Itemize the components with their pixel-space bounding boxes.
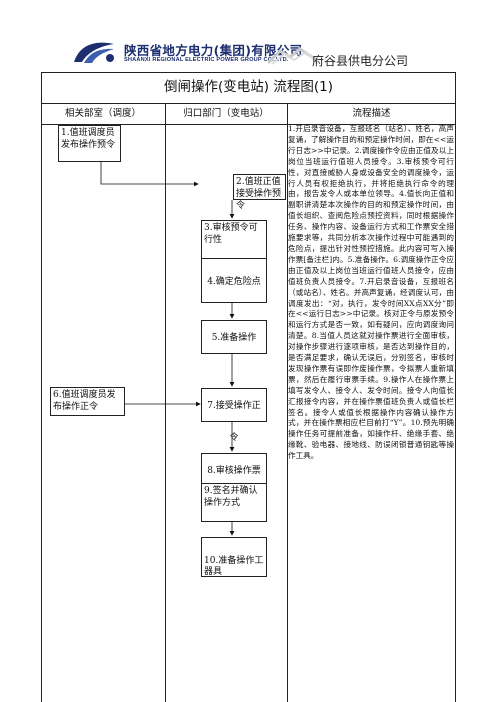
branch-name: 府谷县供电分公司 [312,54,409,68]
step-2-box: 2.值班正值接受操作预令 [233,174,286,211]
step-9-box: 9.签名并确认操作方式 [201,483,267,522]
letterhead: 陕西省地方电力(集团)有限公司 SHAANXI REGIONAL ELECTRI… [70,38,430,68]
column-header-substation: 归口部门（变电站） [183,108,269,119]
step-4-box: 4.确定危险点 [201,259,267,303]
divider [41,124,456,125]
divider [41,103,456,104]
company-name-en: SHAANXI REGIONAL ELECTRIC POWER GROUP CO… [124,57,289,63]
step-1-box: 1.值班调度员发布操作预令 [58,125,121,162]
step-5-box: 5.准备操作 [201,320,267,354]
process-description: 1.开启录音设备，互报班名（站名）、姓名，高声复诵，了解操作目的和预定操作时间，… [288,124,454,461]
company-name-cn: 陕西省地方电力(集团)有限公司 [124,43,303,58]
flowchart-table [41,72,456,702]
step-7-box: 7.接受操作正令 [201,388,267,443]
step-10-box: 10.准备操作工器具 [201,537,267,577]
company-logo-icon [74,42,114,63]
step-6-box: 6.值班调度员发布操作正令 [50,387,125,416]
column-divider [287,103,288,702]
step-8-box: 8.审核操作票 [201,453,267,487]
arrow-1-2 [100,162,199,187]
column-header-dispatch: 相关部室（调度） [64,108,141,119]
page-title: 倒闸操作(变电站) 流程图(1) [164,79,333,95]
column-divider [165,103,166,702]
step-3-box: 3.审核预令可行性 [201,220,267,259]
watermark-graphic [268,47,318,65]
column-header-description: 流程描述 [352,108,391,119]
